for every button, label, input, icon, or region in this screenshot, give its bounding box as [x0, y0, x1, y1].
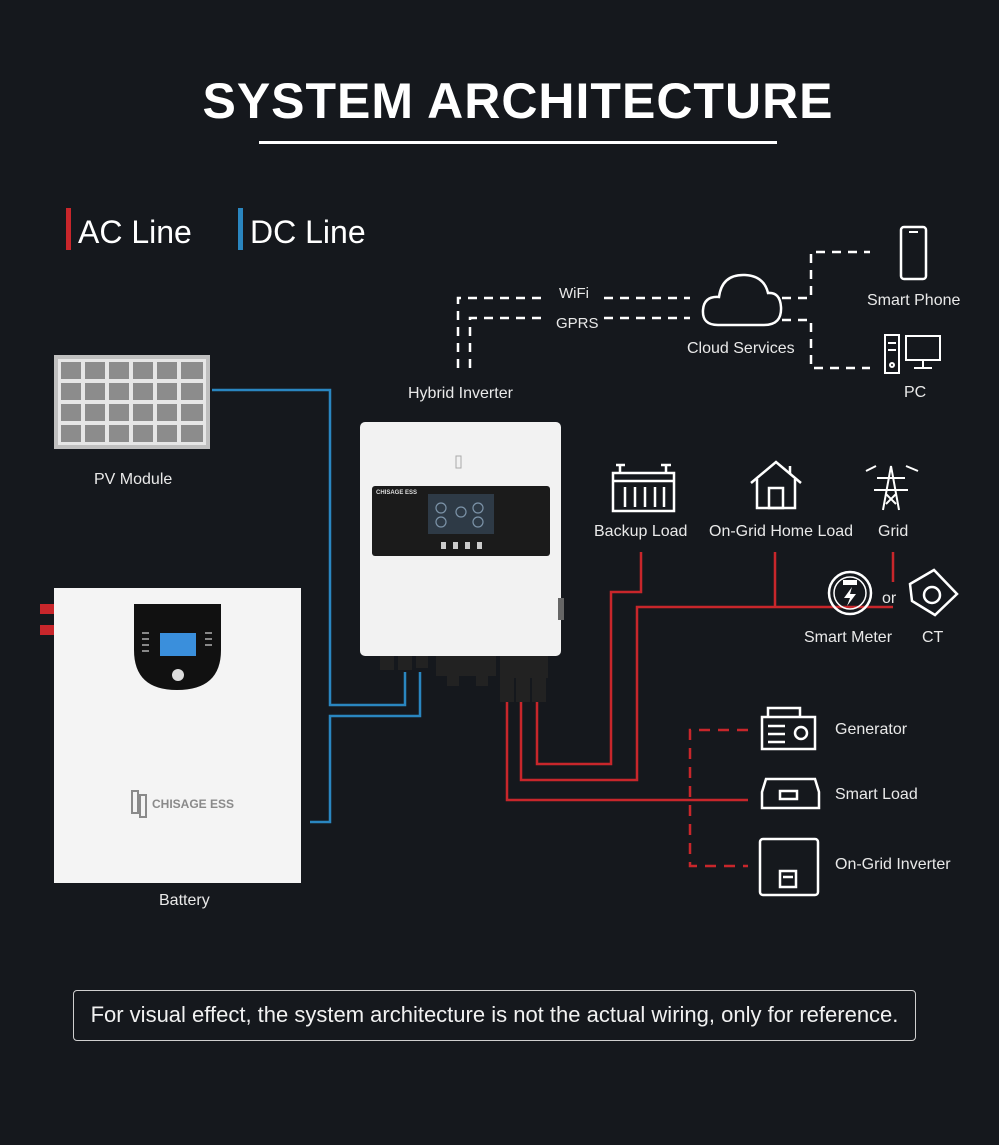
pv-module-icon	[54, 355, 210, 449]
legend-dc-label: DC Line	[250, 214, 366, 250]
ac-line-swatch	[66, 208, 71, 250]
gprs-label: GPRS	[556, 315, 599, 332]
cloud-icon	[701, 273, 783, 327]
smart-load-icon	[760, 777, 821, 810]
generator-icon	[760, 706, 817, 751]
inverter-label: Hybrid Inverter	[408, 385, 513, 402]
page-title: SYSTEM ARCHITECTURE	[202, 73, 834, 129]
or-label: or	[882, 590, 897, 607]
title-underline	[259, 141, 777, 144]
battery-label: Battery	[159, 892, 210, 909]
smart-meter-label: Smart Meter	[804, 629, 893, 646]
battery-brand: CHISAGE ESS	[152, 797, 234, 811]
dc-lines	[212, 388, 422, 824]
pv-module-label: PV Module	[94, 471, 173, 488]
backup-load-label: Backup Load	[594, 523, 688, 540]
cloud-label: Cloud Services	[687, 340, 795, 357]
grid-tower-icon	[865, 465, 919, 511]
battery-logo-icon	[131, 790, 147, 818]
wifi-label: WiFi	[559, 285, 589, 302]
ac-lines	[505, 552, 895, 802]
dc-line-swatch	[238, 208, 243, 250]
ongrid-inverter-label: On-Grid Inverter	[835, 856, 951, 873]
smart-meter-icon	[827, 570, 873, 616]
legend-ac-label: AC Line	[78, 214, 192, 250]
ongrid-inverter-icon	[758, 837, 820, 897]
home-load-label: On-Grid Home Load	[709, 523, 854, 540]
pc-label: PC	[904, 384, 927, 401]
smart-phone-icon	[899, 225, 928, 281]
backup-load-icon	[611, 463, 676, 513]
battery-unit: CHISAGE ESS	[40, 588, 301, 883]
ct-label: CT	[922, 629, 944, 646]
hybrid-inverter-unit: CHISAGE ESS	[360, 422, 564, 702]
smart-phone-label: Smart Phone	[867, 292, 961, 309]
home-load-icon	[750, 460, 802, 510]
smart-load-label: Smart Load	[835, 786, 918, 803]
legend-ac: AC Line	[66, 208, 192, 251]
generator-label: Generator	[835, 721, 908, 738]
grid-label: Grid	[878, 523, 909, 540]
ac-optional-lines	[688, 728, 748, 868]
ct-clamp-icon	[908, 568, 959, 617]
inverter-brand: CHISAGE ESS	[376, 490, 417, 496]
disclaimer-note: For visual effect, the system architectu…	[73, 990, 916, 1041]
communication-lines	[456, 250, 870, 370]
pc-icon	[884, 334, 941, 374]
legend-dc: DC Line	[238, 208, 366, 251]
